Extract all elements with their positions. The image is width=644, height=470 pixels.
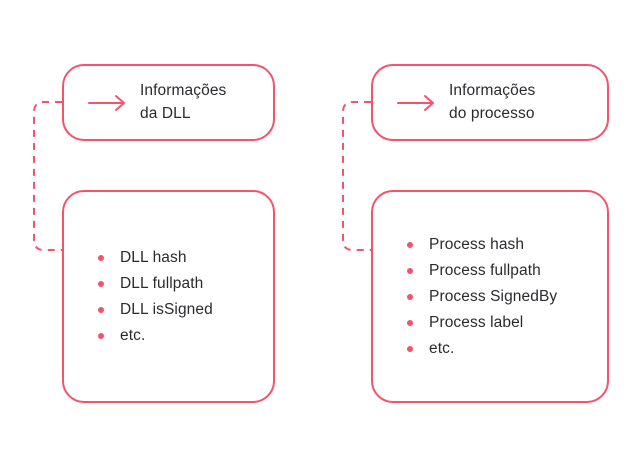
- bullet-icon: [407, 267, 413, 274]
- list-item-label: Process fullpath: [429, 261, 541, 279]
- list-item: Process hash: [407, 232, 607, 258]
- list-item: DLL hash: [98, 245, 273, 271]
- arrow-right-icon: [389, 93, 447, 113]
- dll-info-header-card[interactable]: Informações da DLL: [62, 64, 275, 141]
- bullet-icon: [98, 306, 104, 313]
- list-item: etc.: [407, 336, 607, 362]
- process-info-title: Informações do processo: [449, 82, 536, 122]
- dll-info-title: Informações da DLL: [140, 82, 227, 122]
- list-item-label: etc.: [120, 326, 146, 344]
- bullet-icon: [407, 293, 413, 300]
- list-item-label: DLL hash: [120, 248, 187, 266]
- process-attributes-card[interactable]: Process hash Process fullpath Process Si…: [371, 190, 609, 403]
- bullet-icon: [98, 254, 104, 261]
- list-item: Process SignedBy: [407, 284, 607, 310]
- bullet-icon: [407, 241, 413, 248]
- bullet-icon: [98, 332, 104, 339]
- list-item-label: Process label: [429, 313, 524, 331]
- list-item-label: DLL isSigned: [120, 300, 213, 318]
- list-item: DLL fullpath: [98, 271, 273, 297]
- connector-dll-bracket: [33, 101, 62, 251]
- list-item-label: Process hash: [429, 235, 525, 253]
- list-item: Process fullpath: [407, 258, 607, 284]
- bullet-icon: [407, 319, 413, 326]
- list-item: Process label: [407, 310, 607, 336]
- process-attributes-list: Process hash Process fullpath Process Si…: [373, 232, 607, 362]
- list-item-label: Process SignedBy: [429, 287, 558, 305]
- list-item-label: etc.: [429, 339, 455, 357]
- list-item: etc.: [98, 323, 273, 349]
- process-info-header-card[interactable]: Informações do processo: [371, 64, 609, 141]
- list-item-label: DLL fullpath: [120, 274, 204, 292]
- dll-attributes-list: DLL hash DLL fullpath DLL isSigned etc.: [64, 245, 273, 349]
- bullet-icon: [407, 345, 413, 352]
- bullet-icon: [98, 280, 104, 287]
- list-item: DLL isSigned: [98, 297, 273, 323]
- connector-process-bracket: [342, 101, 371, 251]
- arrow-right-icon: [80, 93, 138, 113]
- dll-attributes-card[interactable]: DLL hash DLL fullpath DLL isSigned etc.: [62, 190, 275, 403]
